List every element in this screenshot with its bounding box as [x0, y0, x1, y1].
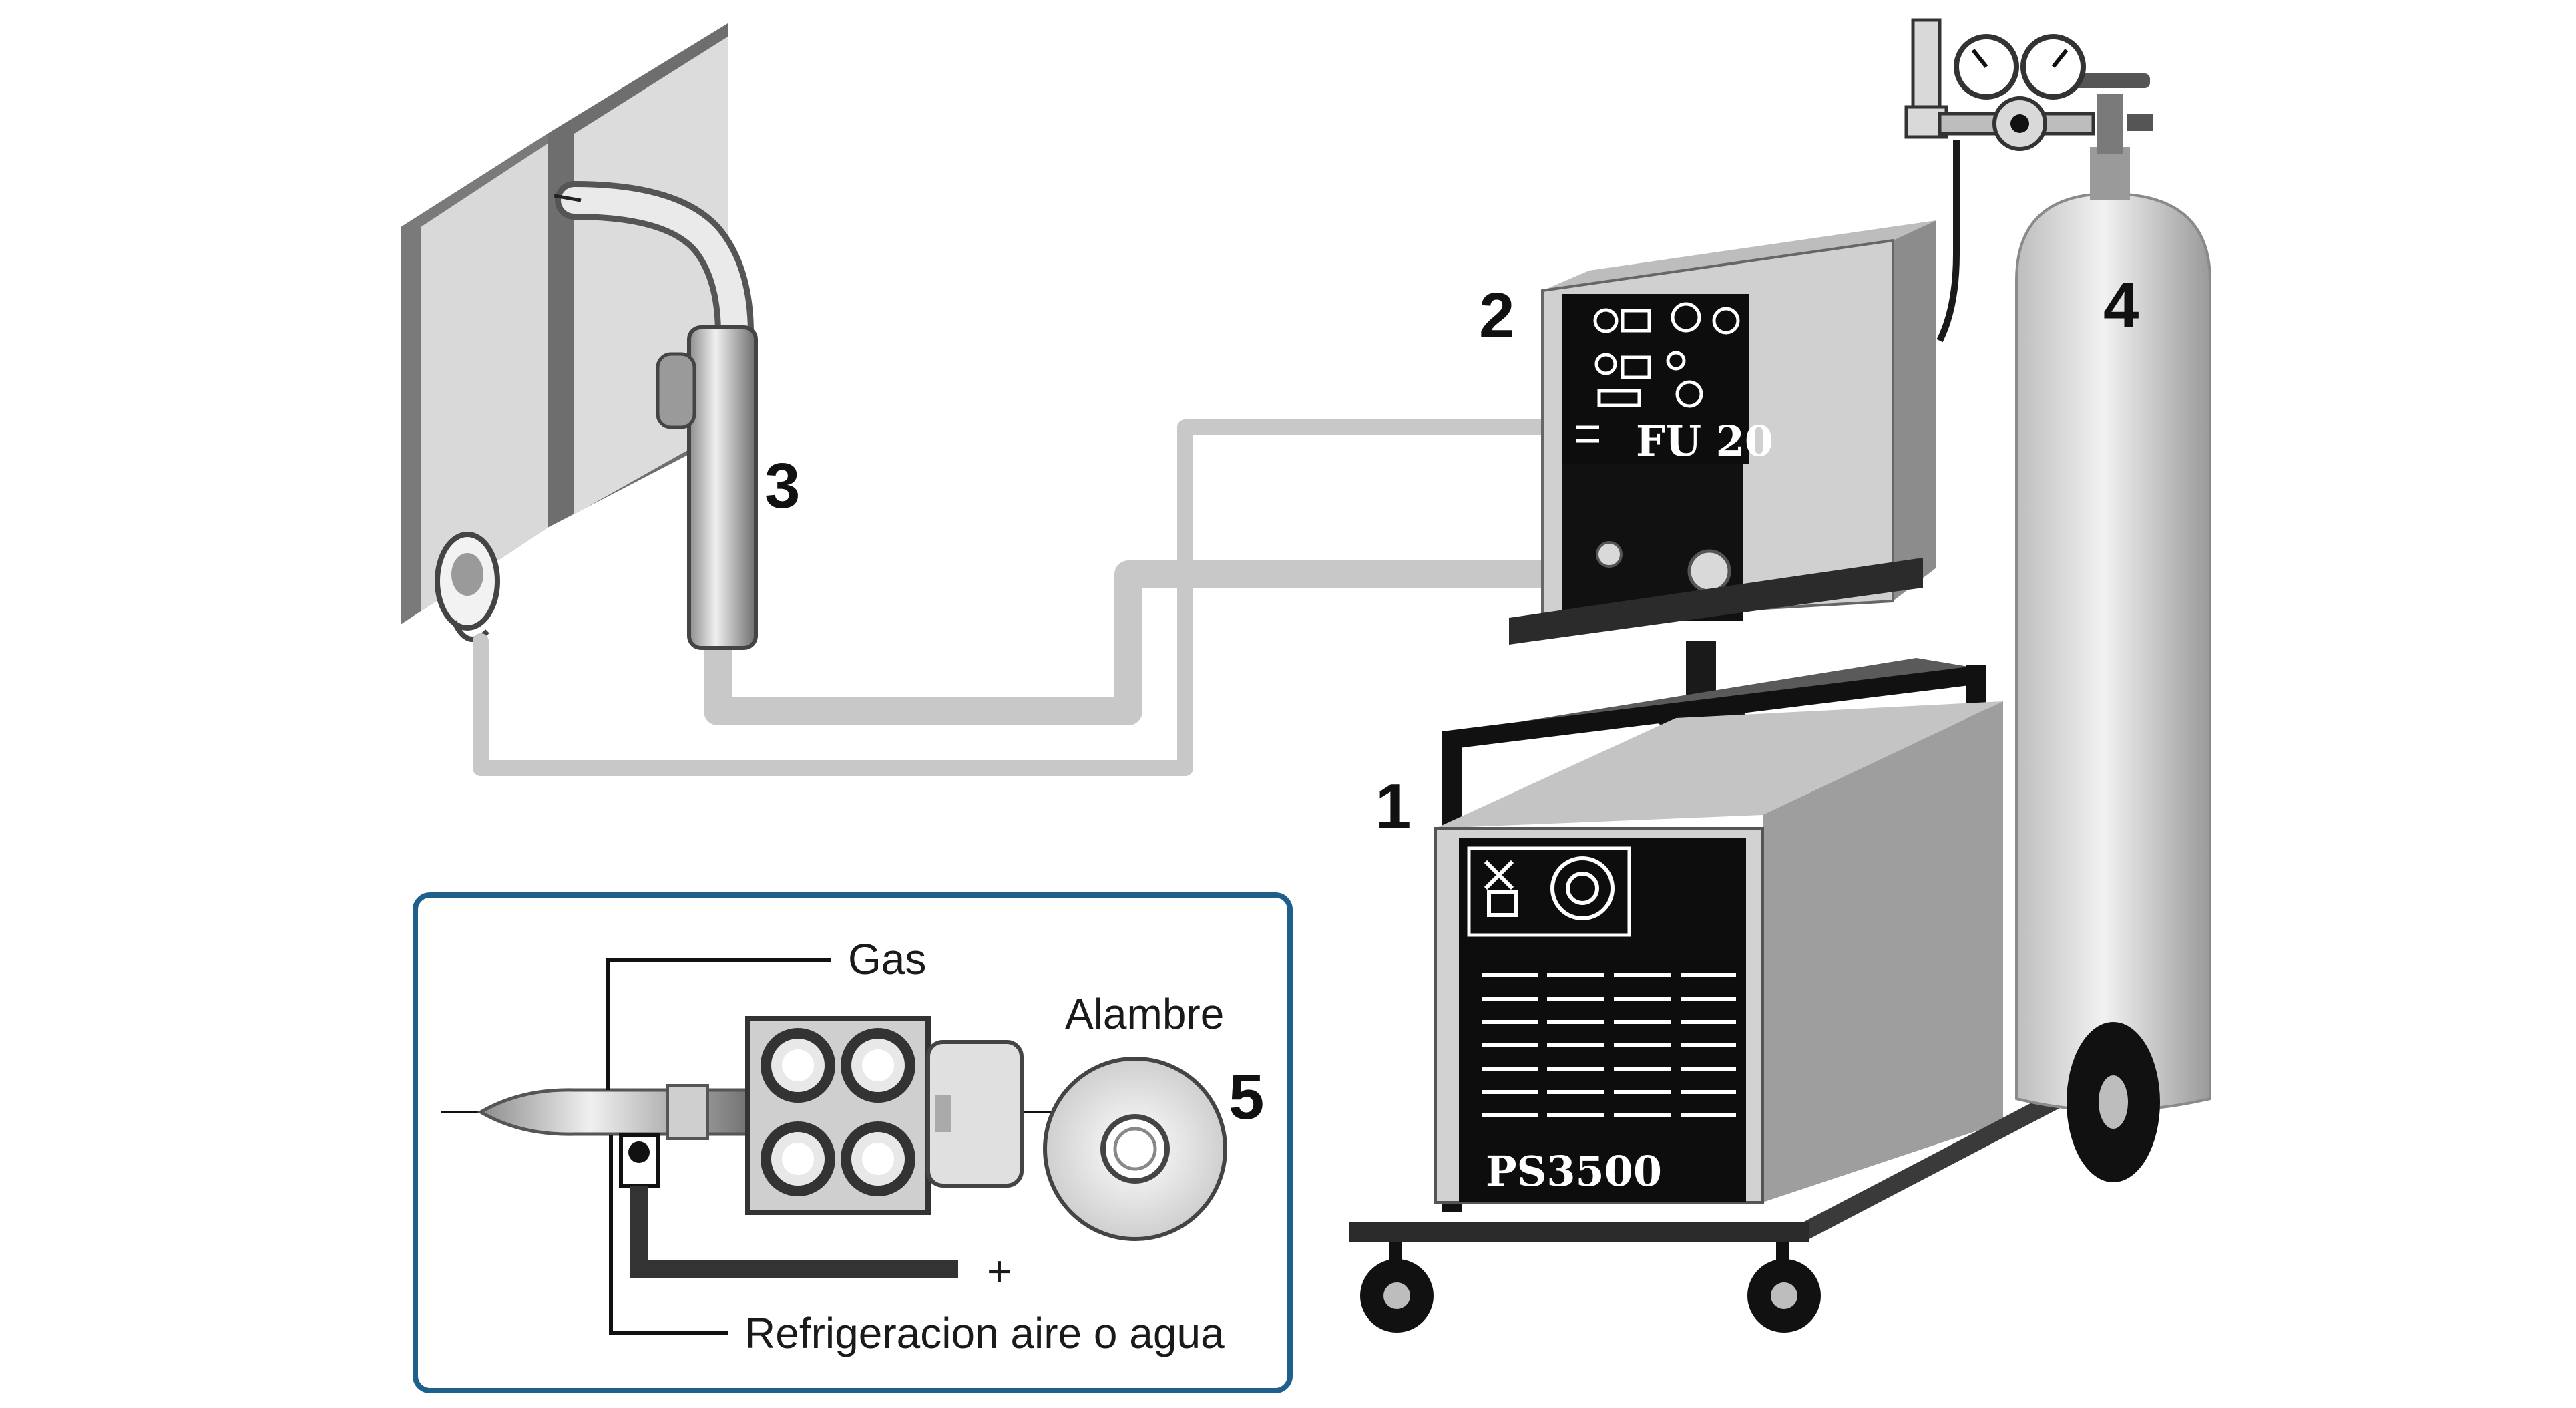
cables	[473, 419, 1723, 776]
caster-wheel	[1747, 1242, 1821, 1333]
callout-gas-cylinder: 4	[2103, 270, 2139, 341]
inset-torch-nozzle	[477, 1084, 757, 1140]
wire-reel	[1043, 1057, 1227, 1241]
feeder-model-label: FU 20	[1636, 417, 1773, 466]
torch-hose	[704, 560, 1723, 725]
feeder-panel	[1562, 294, 1749, 464]
inset-gas-label: Gas	[848, 935, 926, 983]
callout-wire-reel: 5	[1229, 1061, 1264, 1133]
caster-wheel	[1360, 1242, 1434, 1333]
callout-power-source: 1	[1375, 771, 1411, 842]
ground-cable	[473, 419, 1564, 776]
wire-feeder: FU 20	[1509, 220, 1936, 731]
power-source-trolley: PS3500	[1349, 658, 2103, 1333]
drive-rolls	[745, 1016, 931, 1215]
source-control-icons	[1484, 856, 1615, 920]
callout-wire-feeder: 2	[1479, 280, 1514, 351]
inset-cooling-label: Refrigeracion aire o agua	[744, 1309, 1225, 1357]
power-connector	[619, 1133, 958, 1278]
workpiece	[401, 23, 728, 642]
ventilation-louvres	[1482, 969, 1736, 1129]
callout-torch: 3	[765, 450, 800, 522]
feeder-panel-icons	[1576, 302, 1740, 443]
source-model-label: PS3500	[1486, 1147, 1662, 1196]
gas-hose	[1936, 140, 1960, 343]
wire-feed-inset: Gas Al	[413, 892, 1293, 1393]
pressure-gauge	[2020, 34, 2086, 100]
inset-wire-label: Alambre	[1065, 990, 1224, 1038]
gas-regulator	[1904, 18, 2095, 151]
feed-motor	[926, 1040, 1024, 1188]
gas-cylinder	[2015, 73, 2211, 1182]
welding-torch	[554, 181, 758, 650]
pressure-gauge	[1954, 34, 2019, 100]
inset-polarity-label: +	[987, 1247, 1012, 1295]
ground-clamp	[435, 532, 500, 642]
